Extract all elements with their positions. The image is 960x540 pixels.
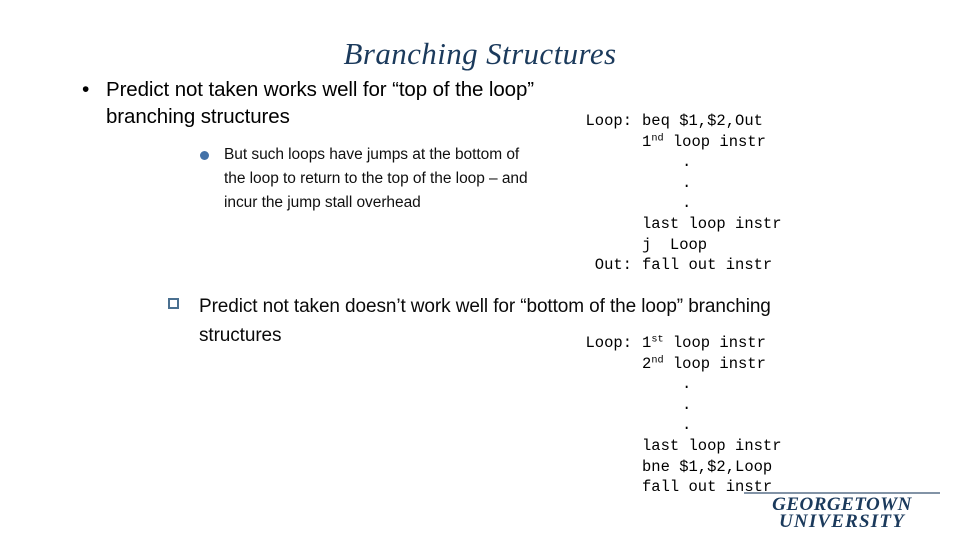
code-line-label bbox=[560, 477, 642, 498]
code-line: 1nd loop instr bbox=[560, 132, 810, 153]
code-line: . bbox=[560, 152, 810, 173]
georgetown-university-logo: GEORGETOWN UNIVERSITY bbox=[742, 492, 942, 532]
code-line-label: Out: bbox=[594, 256, 632, 275]
ordinal-superscript: nd bbox=[651, 132, 664, 145]
code-line: Loop: beq $1,$2,Out bbox=[560, 111, 810, 132]
code-line-text: fall out instr bbox=[642, 478, 773, 497]
logo-line-two: UNIVERSITY bbox=[778, 511, 906, 532]
code-line-label bbox=[560, 395, 642, 416]
code-line-text: 1st loop instr bbox=[642, 333, 766, 352]
code-line-text: bne $1,$2,Loop bbox=[642, 457, 773, 476]
bullet-item-top-of-loop: • Predict not taken works well for “top … bbox=[82, 76, 552, 130]
code-line-text: last loop instr bbox=[642, 214, 782, 233]
logo-line-one: GEORGETOWN bbox=[772, 494, 912, 515]
bullet-text: Predict not taken doesn’t work well for … bbox=[199, 296, 771, 346]
filled-circle-icon bbox=[200, 143, 224, 160]
bullet-item-bottom-of-loop: Predict not taken doesn’t work well for … bbox=[168, 292, 788, 350]
code-line: 2nd loop instr bbox=[560, 354, 810, 375]
code-line: bne $1,$2,Loop bbox=[560, 457, 810, 478]
code-line: j Loop bbox=[560, 235, 810, 256]
code-line: last loop instr bbox=[560, 436, 810, 457]
code-line-label bbox=[560, 415, 642, 436]
code-line-label bbox=[560, 354, 642, 375]
code-ellipsis-dot: . bbox=[682, 416, 692, 435]
code-ellipsis-dot: . bbox=[682, 194, 692, 213]
code-line-label bbox=[560, 374, 642, 395]
code-line-text: last loop instr bbox=[642, 436, 782, 455]
logo-divider bbox=[744, 492, 940, 494]
code-ellipsis-dot: . bbox=[682, 375, 692, 394]
code-line-text: 1nd loop instr bbox=[642, 132, 766, 151]
code-line-text: j Loop bbox=[642, 235, 708, 254]
code-line: Out: fall out instr bbox=[560, 255, 810, 276]
code-line: . bbox=[560, 173, 810, 194]
bullet-item-jump-stall: But such loops have jumps at the bottom … bbox=[200, 143, 530, 215]
code-line: . bbox=[560, 415, 810, 436]
code-line: last loop instr bbox=[560, 214, 810, 235]
code-line-label: Loop: bbox=[585, 112, 632, 130]
code-line-label bbox=[560, 132, 642, 153]
code-line: . bbox=[560, 193, 810, 214]
code-line-label bbox=[560, 173, 642, 194]
code-line-label bbox=[560, 457, 642, 478]
code-line-text: 2nd loop instr bbox=[642, 354, 766, 373]
code-line-label: Loop: bbox=[585, 334, 632, 352]
ordinal-superscript: st bbox=[651, 333, 664, 346]
code-line-label bbox=[560, 152, 642, 173]
page-title: Branching Structures bbox=[343, 36, 617, 71]
bullet-text: Predict not taken works well for “top of… bbox=[106, 78, 534, 128]
code-line: Loop: 1st loop instr bbox=[560, 333, 810, 354]
bullet-text: But such loops have jumps at the bottom … bbox=[224, 146, 528, 211]
code-line-label bbox=[560, 193, 642, 214]
code-line: . bbox=[560, 374, 810, 395]
ordinal-superscript: nd bbox=[651, 354, 664, 367]
code-line-text: beq $1,$2,Out bbox=[642, 112, 763, 130]
code-line: fall out instr bbox=[560, 477, 810, 498]
bullet-dot-icon: • bbox=[82, 78, 90, 101]
code-ellipsis-dot: . bbox=[682, 395, 692, 414]
hollow-square-icon bbox=[168, 292, 199, 309]
code-line-label bbox=[560, 436, 642, 457]
code-line: . bbox=[560, 395, 810, 416]
code-line-text: fall out instr bbox=[642, 256, 773, 275]
code-ellipsis-dot: . bbox=[682, 153, 692, 172]
code-line-label bbox=[560, 235, 642, 256]
code-line-label bbox=[560, 214, 642, 235]
code-ellipsis-dot: . bbox=[682, 173, 692, 192]
